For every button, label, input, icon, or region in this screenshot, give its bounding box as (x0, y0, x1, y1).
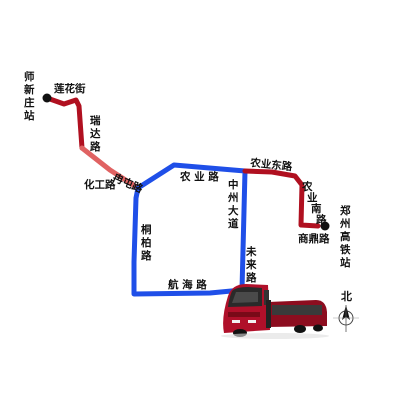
red-route-nongye-shangding (242, 168, 321, 229)
terminal-east-label-3: 高 (340, 230, 351, 243)
terminal-west-label-4: 站 (24, 109, 35, 122)
north-compass: 北 (333, 289, 359, 332)
road-label-ruida-3: 路 (90, 140, 101, 153)
terminal-east-label-2: 州 (339, 218, 351, 230)
terminal-west-label-3: 庄 (24, 96, 35, 109)
road-label-nongye-nan-3: 南 (311, 202, 322, 215)
road-label-zhongzhou-3: 大 (228, 204, 239, 217)
road-label-weilai-3: 路 (246, 271, 257, 284)
road-label-zhongzhou-1: 中 (228, 178, 239, 191)
terminal-east-label-4: 铁 (340, 243, 351, 256)
terminal-west-dot (42, 93, 52, 103)
road-label-shangding: 商鼎路 (298, 232, 330, 245)
road-label-lianhua-jie: 莲花街 (54, 82, 86, 95)
road-label-nongye: 农 业 路 (179, 170, 219, 183)
road-label-nongye-nan-1: 农 (301, 180, 313, 193)
road-label-nongye-dong: 农业东路 (249, 156, 294, 173)
road-label-tongbai-2: 柏 (141, 236, 152, 249)
terminal-east-dot (320, 221, 330, 231)
road-label-nongye-nan-2: 业 (307, 191, 318, 204)
road-label-ruida-1: 瑞 (90, 114, 101, 127)
brt-bus-icon (221, 284, 329, 339)
north-arrow-icon (333, 305, 359, 332)
road-label-weilai-2: 来 (245, 258, 257, 271)
road-label-hanghai: 航 海 路 (168, 278, 207, 291)
road-label-huagong: 化工路 (84, 178, 116, 191)
terminal-west-label-1: 师 (24, 70, 35, 83)
road-label-tongbai-3: 路 (141, 249, 152, 262)
road-label-zhongzhou-2: 州 (227, 192, 239, 204)
road-label-ruida-2: 达 (90, 127, 101, 140)
road-label-nongye-nan-4: 路 (316, 213, 327, 226)
compass-label: 北 (341, 289, 352, 303)
terminal-east-label-1: 郑 (340, 204, 351, 217)
terminal-west-label-2: 新 (24, 83, 35, 96)
blue-route-loop (131, 162, 248, 297)
road-label-weilai-1: 未 (245, 245, 257, 258)
terminal-east-label-5: 站 (340, 256, 351, 269)
road-label-zhongzhou-4: 道 (228, 217, 239, 230)
road-label-tongbai-1: 桐 (141, 223, 152, 236)
red-route-lianhua-ruida (44, 95, 85, 151)
light-red-route-segment (79, 145, 141, 191)
road-label-rantun: 冉屯路 (111, 171, 146, 196)
